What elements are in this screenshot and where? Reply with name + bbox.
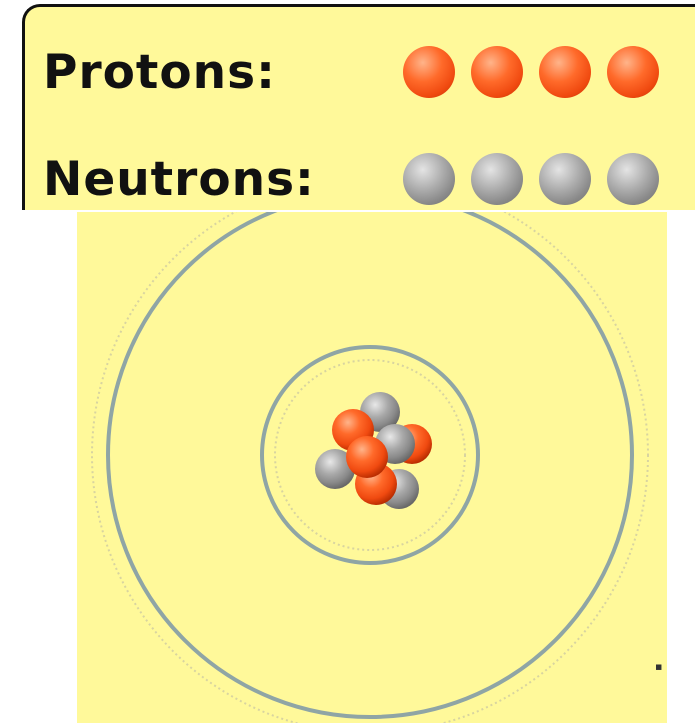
proton-ball bbox=[403, 46, 455, 98]
nucleus bbox=[315, 392, 432, 509]
protons-label: Protons: bbox=[43, 45, 403, 100]
atom-diagram bbox=[77, 212, 667, 723]
neutrons-row: Neutrons: bbox=[43, 144, 659, 214]
proton bbox=[346, 436, 388, 478]
neutron-ball bbox=[471, 153, 523, 205]
proton-ball bbox=[607, 46, 659, 98]
neutron-balls bbox=[403, 153, 659, 205]
protons-row: Protons: bbox=[43, 37, 659, 107]
atom-svg bbox=[77, 212, 667, 723]
proton-ball bbox=[539, 46, 591, 98]
legend-panel: Protons: Neutrons: bbox=[22, 4, 695, 210]
neutron-ball bbox=[607, 153, 659, 205]
neutron-ball bbox=[539, 153, 591, 205]
corner-glyph: ▪ bbox=[655, 660, 662, 674]
neutron-ball bbox=[403, 153, 455, 205]
neutrons-label: Neutrons: bbox=[43, 152, 403, 207]
proton-ball bbox=[471, 46, 523, 98]
proton-balls bbox=[403, 46, 659, 98]
